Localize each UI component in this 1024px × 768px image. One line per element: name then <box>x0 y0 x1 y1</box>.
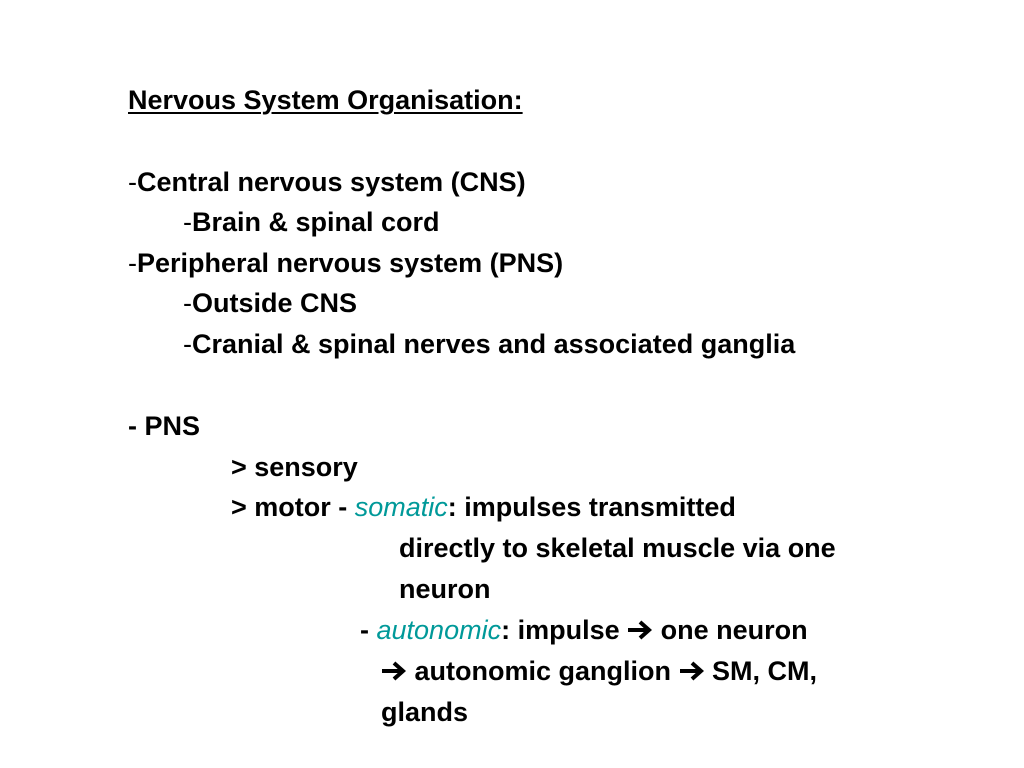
pns-subitem-label: Outside CNS <box>192 288 358 318</box>
autonomic-term: autonomic <box>376 615 502 645</box>
autonomic-desc-line: glands <box>381 697 469 727</box>
motor-item: > motor - somatic: impulses transmitted <box>231 494 736 521</box>
somatic-desc-line: directly to skeletal muscle via one <box>399 533 836 563</box>
bullet-dash: - <box>128 167 137 197</box>
arrow-right-icon <box>381 661 407 681</box>
pns-subitem: -Outside CNS <box>183 290 357 317</box>
autonomic-desc-line: autonomic ganglion SM, CM, <box>381 658 817 685</box>
autonomic-prefix: - <box>360 615 377 645</box>
pns-subitem-label: Cranial & spinal nerves and associated g… <box>192 329 796 359</box>
pns-heading: - PNS <box>128 411 201 441</box>
autonomic-desc: : impulse <box>501 615 628 645</box>
cns-label: Central nervous system (CNS) <box>137 167 526 197</box>
arrow-right-icon <box>627 620 653 640</box>
bullet-dash: - <box>183 207 192 237</box>
bullet-dash: - <box>128 248 137 278</box>
somatic-term: somatic <box>354 492 448 522</box>
somatic-desc-line: neuron <box>399 574 491 604</box>
somatic-desc: : impulses transmitted <box>447 492 736 522</box>
arrow-right-icon <box>679 661 705 681</box>
cns-subitem: -Brain & spinal cord <box>183 209 440 236</box>
sensory-item: > sensory <box>231 452 358 482</box>
bullet-dash: - <box>183 329 192 359</box>
motor-prefix: > motor - <box>231 492 355 522</box>
autonomic-desc: one neuron <box>653 615 808 645</box>
autonomic-desc: autonomic ganglion <box>407 656 679 686</box>
bullet-dash: - <box>183 288 192 318</box>
autonomic-item: - autonomic: impulse one neuron <box>360 617 808 644</box>
pns-subitem: -Cranial & spinal nerves and associated … <box>183 331 795 358</box>
autonomic-desc: SM, CM, <box>704 656 817 686</box>
pns-label: Peripheral nervous system (PNS) <box>137 248 564 278</box>
cns-item: -Central nervous system (CNS) <box>128 169 526 196</box>
pns-item: -Peripheral nervous system (PNS) <box>128 250 563 277</box>
slide-title: Nervous System Organisation: <box>128 85 523 115</box>
cns-subitem-label: Brain & spinal cord <box>192 207 440 237</box>
